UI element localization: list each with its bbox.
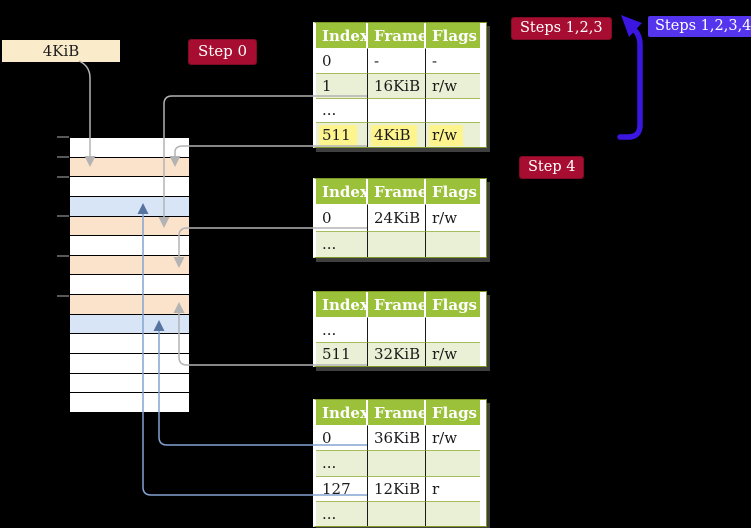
table-cell: r/w [426,204,480,231]
memory-cell-white [70,236,189,255]
table-cell: r/w [426,72,480,98]
table-cell: - [368,48,426,73]
table-cell [368,317,426,342]
highlighted-value: 511 [319,124,357,146]
highlighted-value: r/w [429,124,464,146]
memory-cell-blue [70,196,189,216]
table-cell: 0 [316,425,368,451]
memory-cell-peach [70,295,189,314]
frame-size-label: 4KiB [2,40,120,62]
badge-step-4: Step 4 [519,156,585,180]
table-cell [368,97,426,123]
table-cell [368,450,426,476]
column-header: Flags [426,23,480,48]
table-cell: 32KiB [368,341,426,366]
badge-step-0: Step 0 [188,39,258,65]
table-cell: r/w [426,122,480,147]
table-cell [426,450,480,476]
table-cell: r [426,475,480,501]
table-cell: 4KiB [368,122,426,147]
table-cell: r/w [426,341,480,366]
table-cell [426,500,480,526]
table-cell [368,500,426,526]
table-cell: - [426,48,480,73]
arrow-table1-row511-to-frame [169,145,367,167]
memory-cell-white [70,177,189,196]
column-header: Frame [368,23,427,48]
table-cell: ... [316,500,368,526]
column-header: Index [316,23,369,48]
column-header: Flags [426,292,480,317]
highlighted-value: 4KiB [371,124,417,146]
table-cell: 511 [316,122,368,147]
badge-steps-1-2-3: Steps 1,2,3 [511,17,612,41]
table-cell: 1 [316,72,368,98]
table-cell [426,230,480,257]
table-cell: ... [316,97,368,123]
memory-cell-white [70,334,189,354]
table-cell: ... [316,450,368,476]
memory-cell-white [70,373,189,393]
memory-cell-white [70,354,189,373]
table-cell: 0 [316,204,368,231]
memory-cell-white [70,138,189,157]
table-cell: 511 [316,341,368,366]
memory-cell-white [70,393,189,412]
column-header: Index [316,292,369,317]
table-cell [426,317,480,342]
memory-stack [69,137,190,413]
table-cell: 127 [316,475,368,501]
table-cell [368,230,426,257]
stack-tick-marks [57,136,69,297]
memory-cell-peach [70,157,189,177]
big-loop-arrow [617,15,643,140]
column-header: Index [316,179,369,204]
column-header: Frame [368,292,427,317]
table-cell: 16KiB [368,72,426,98]
memory-cell-white [70,275,189,295]
memory-cell-blue [70,314,189,334]
table-cell: 36KiB [368,425,426,451]
table-cell: 12KiB [368,475,426,501]
table-cell: ... [316,230,368,257]
table-cell: r/w [426,425,480,451]
table-cell: 0 [316,48,368,73]
table-cell [426,97,480,123]
column-header: Index [316,400,369,425]
column-header: Frame [368,179,427,204]
table-cell: 24KiB [368,204,426,231]
memory-cell-peach [70,255,189,275]
column-header: Frame [368,400,427,425]
column-header: Flags [426,400,480,425]
memory-cell-peach [70,216,189,236]
badge-steps-1-2-3-4: Steps 1,2,3,4 [648,16,751,38]
table-cell: ... [316,317,368,342]
column-header: Flags [426,179,480,204]
